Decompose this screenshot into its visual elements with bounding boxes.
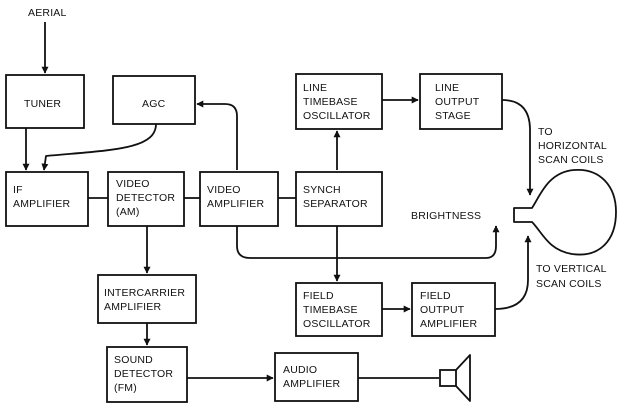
sound-detector-block: SOUND DETECTOR (FM) — [106, 346, 188, 403]
if-amplifier-block: IF AMPLIFIER — [5, 171, 89, 227]
line-out-label-3: STAGE — [435, 110, 471, 122]
line-osc-label-1: LINE — [303, 82, 327, 94]
agc-label: AGC — [142, 98, 166, 110]
svg-text:VIDEO AMPLIFIER: VIDEO AMPLIFIER — [207, 184, 264, 210]
loudspeaker-icon — [439, 354, 471, 402]
field-osc-label-2: TIMEBASE — [303, 304, 358, 316]
svg-text:TUNER: TUNER — [24, 98, 61, 110]
video-amp-label-1: VIDEO — [207, 184, 241, 196]
arrow-field-out-to-crt — [494, 235, 532, 310]
connections — [22, 22, 534, 382]
video-det-label-1: VIDEO — [116, 178, 150, 190]
intercarrier-label-2: AMPLIFIER — [104, 301, 161, 313]
synch-label-1: SYNCH — [303, 184, 341, 196]
synch-label-2: SEPARATOR — [303, 198, 368, 210]
svg-text:AGC: AGC — [142, 98, 166, 110]
svg-text:FIELD OUTPUT AMPLI: FIELD OUTPUT AMPLIFIER — [420, 290, 477, 330]
svg-text:LINE OUTPUT STAGE: LINE OUTPUT STAGE — [435, 82, 482, 122]
if-amp-label-2: AMPLIFIER — [13, 198, 70, 210]
sound-det-label-1: SOUND — [114, 354, 153, 366]
arrow-video-amp-to-crt — [236, 225, 500, 259]
tuner-block: TUNER — [5, 74, 85, 129]
video-det-label-2: DETECTOR — [116, 192, 175, 204]
line-out-label-2: OUTPUT — [435, 96, 480, 108]
svg-text:INTERCARRIER AMPLIFIER: INTERCARRIER AMPLIFIER — [104, 287, 188, 313]
video-amplifier-block: VIDEO AMPLIFIER — [199, 171, 279, 227]
field-out-label-1: FIELD — [420, 290, 451, 302]
field-out-label-2: OUTPUT — [420, 304, 465, 316]
field-output-amplifier-block: FIELD OUTPUT AMPLIFIER — [411, 282, 496, 337]
if-amp-label-1: IF — [13, 184, 23, 196]
agc-block: AGC — [112, 75, 196, 125]
svg-text:SOUND DETECTOR (FM: SOUND DETECTOR (FM) — [114, 354, 176, 394]
line-timebase-oscillator-block: LINE TIMEBASE OSCILLATOR — [295, 73, 383, 130]
arrow-agc-to-if — [41, 123, 157, 171]
video-det-label-3: (AM) — [116, 206, 140, 218]
svg-text:LINE TIMEBASE OSCI: LINE TIMEBASE OSCILLATOR — [303, 82, 371, 122]
line-output-stage-block: LINE OUTPUT STAGE — [419, 73, 503, 130]
aerial-label: AERIAL — [28, 7, 67, 19]
arrow-video-amp-to-agc — [196, 100, 238, 170]
to-horizontal-scan-coils-label: TO HORIZONTAL SCAN COILS — [538, 126, 610, 166]
video-amp-label-2: AMPLIFIER — [207, 198, 264, 210]
svg-text:AUDIO AMPLIFIER: AUDIO AMPLIFIER — [283, 364, 340, 390]
intercarrier-amplifier-block: INTERCARRIER AMPLIFIER — [97, 274, 197, 324]
field-osc-label-3: OSCILLATOR — [303, 318, 371, 330]
to-vertical-scan-coils-label: TO VERTICAL SCAN COILS — [536, 263, 609, 290]
field-out-label-3: AMPLIFIER — [420, 318, 477, 330]
svg-text:FIELD TIMEBASE OSC: FIELD TIMEBASE OSCILLATOR — [303, 290, 371, 330]
line-out-label-1: LINE — [435, 82, 459, 94]
svg-text:VIDEO DETECTOR (AM: VIDEO DETECTOR (AM) — [116, 178, 178, 218]
field-osc-label-1: FIELD — [303, 290, 334, 302]
tuner-label: TUNER — [24, 98, 61, 110]
synch-separator-block: SYNCH SEPARATOR — [295, 171, 383, 227]
video-detector-block: VIDEO DETECTOR (AM) — [107, 171, 185, 227]
brightness-label: BRIGHTNESS — [411, 210, 481, 222]
line-osc-label-3: OSCILLATOR — [303, 110, 371, 122]
audio-amp-label-1: AUDIO — [283, 364, 317, 376]
line-osc-label-2: TIMEBASE — [303, 96, 358, 108]
svg-text:SYNCH SEPARATOR: SYNCH SEPARATOR — [303, 184, 368, 210]
intercarrier-label-1: INTERCARRIER — [104, 287, 185, 299]
crt-tube-icon — [513, 169, 617, 256]
audio-amplifier-block: AUDIO AMPLIFIER — [274, 352, 359, 402]
svg-text:IF AMPLIFIER: IF AMPLIFIER — [13, 184, 70, 210]
sound-det-label-3: (FM) — [114, 382, 137, 394]
arrow-line-out-to-crt — [501, 99, 534, 196]
sound-det-label-2: DETECTOR — [114, 368, 173, 380]
field-timebase-oscillator-block: FIELD TIMEBASE OSCILLATOR — [295, 282, 383, 337]
audio-amp-label-2: AMPLIFIER — [283, 378, 340, 390]
